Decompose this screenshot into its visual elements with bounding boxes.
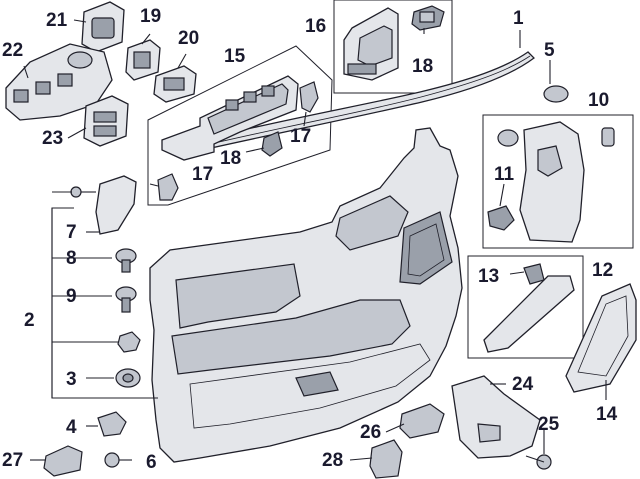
callout-10: 10 (588, 90, 609, 111)
mounting-bracket (95, 175, 137, 235)
screw-top (70, 186, 96, 198)
callout-6: 6 (146, 452, 157, 473)
callout-9: 9 (66, 286, 77, 307)
armrest-pad-group-box (467, 255, 584, 359)
callout-3: 3 (66, 369, 77, 390)
lower-trim-piece (451, 375, 541, 459)
callout-1: 1 (513, 8, 524, 29)
armrest-pad (483, 275, 575, 353)
callout-13: 13 (478, 266, 499, 287)
master-window-switch (5, 43, 113, 121)
cover-clip (487, 205, 515, 231)
door-lock-switch (125, 39, 161, 81)
mirror-trim-cover (343, 7, 399, 81)
bezel-clip-right (299, 81, 319, 113)
belt-weatherstrip (199, 51, 535, 151)
window-switch-double (83, 95, 129, 147)
cover-cap-left (497, 129, 519, 147)
clip-3 (115, 368, 141, 388)
callout-23: 23 (42, 128, 63, 149)
callout-19: 19 (140, 6, 161, 27)
hex-nut (117, 331, 141, 353)
armrest-clip (523, 263, 545, 285)
leader-lines (23, 19, 607, 461)
callout-5: 5 (544, 40, 555, 61)
window-switch-single (153, 65, 197, 103)
screw-6 (104, 452, 132, 468)
door-trim-cover (519, 121, 585, 243)
bolt-25 (525, 454, 552, 470)
callout-4: 4 (66, 417, 77, 438)
connector-26 (399, 403, 445, 439)
callout-11: 11 (494, 164, 515, 185)
switch-bezel (161, 75, 299, 161)
callout-12: 12 (592, 260, 613, 281)
callout-26: 26 (360, 422, 381, 443)
retainer-clip-top (411, 5, 445, 31)
callout-17b: 17 (192, 164, 213, 185)
switch-group-box (147, 45, 333, 206)
callout-15: 15 (224, 46, 246, 67)
callout-24: 24 (512, 374, 534, 395)
callout-28: 28 (322, 450, 343, 471)
callout-2: 2 (24, 310, 35, 331)
mirror-switch (81, 1, 125, 53)
callout-20: 20 (178, 28, 199, 49)
callout-7: 7 (66, 222, 77, 243)
callout-22: 22 (2, 40, 23, 61)
push-pin-9 (115, 286, 137, 313)
speaker-grille (565, 283, 637, 393)
callout-17a: 17 (290, 126, 311, 147)
mirror-trim-group-box (333, 0, 453, 94)
push-pin-8 (115, 248, 137, 273)
callout-27: 27 (2, 450, 23, 471)
clip-5 (543, 85, 569, 103)
callout-16: 16 (305, 16, 326, 37)
callout-18a: 18 (412, 56, 433, 77)
callout-21: 21 (46, 10, 68, 31)
callout-labels: 1 2 3 4 5 6 7 8 9 10 11 12 13 14 15 16 1… (2, 6, 618, 473)
trim-cover-group-box (482, 114, 634, 249)
callout-8: 8 (66, 248, 77, 269)
bezel-clip-left (157, 173, 179, 201)
door-trim-panel (149, 127, 463, 463)
clip-4 (97, 411, 127, 437)
bracket-28 (369, 439, 403, 479)
callout-25: 25 (538, 414, 560, 435)
cover-cap-right (601, 127, 615, 147)
callout-18b: 18 (220, 148, 241, 169)
callout-14: 14 (596, 404, 618, 425)
retainer-27 (43, 445, 83, 477)
